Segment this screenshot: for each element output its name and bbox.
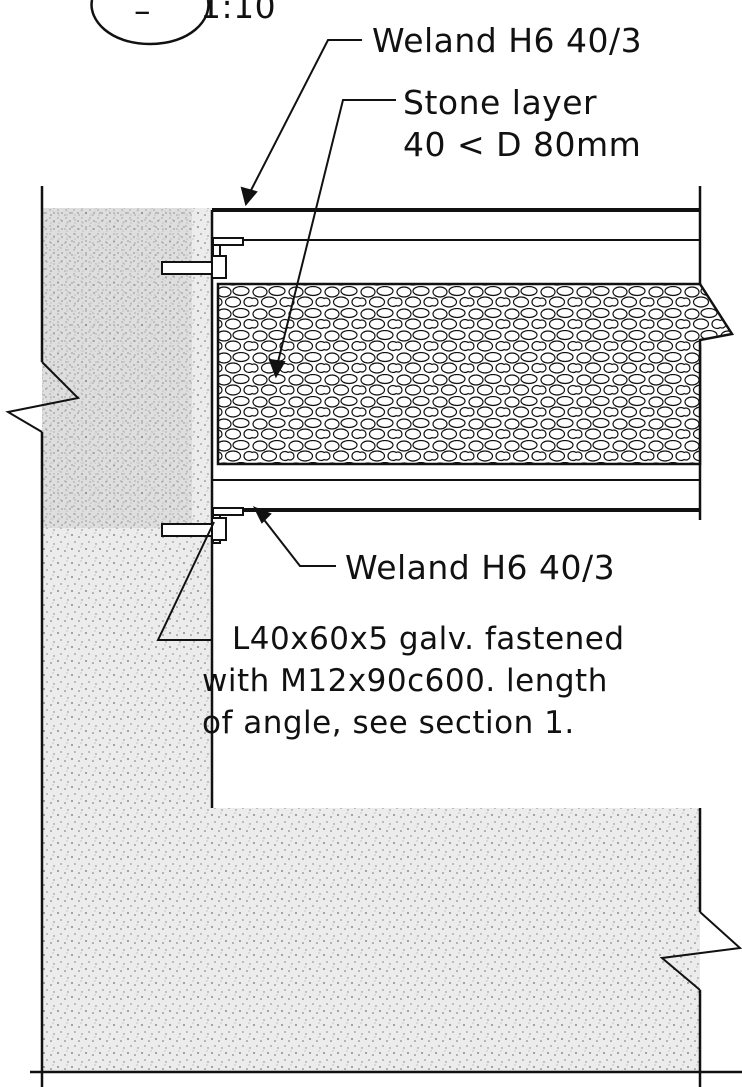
label-angle-line-3: of angle, see section 1. <box>202 705 575 741</box>
detail-mark-symbol: – <box>134 0 151 30</box>
label-weland-top: Weland H6 40/3 <box>372 21 643 60</box>
bottom-grating <box>212 479 700 512</box>
label-angle-line-2: with M12x90c600. length <box>202 663 608 699</box>
leader-lines <box>156 39 396 641</box>
label-stone-layer: Stone layer <box>403 83 598 122</box>
label-angle-line-1: L40x60x5 galv. fastened <box>232 621 625 657</box>
stone-layer <box>216 282 735 466</box>
detail-mark-scale: 1:10 <box>200 0 277 26</box>
detail-mark <box>90 0 210 46</box>
label-stone-size: 40 < D 80mm <box>403 125 642 164</box>
break-line-left <box>5 361 81 433</box>
frame-lines <box>30 186 742 1087</box>
label-weland-bottom: Weland H6 40/3 <box>345 548 616 587</box>
break-line-right <box>659 911 742 991</box>
bottom-angle-bracket <box>161 507 244 544</box>
top-angle-bracket <box>161 237 244 279</box>
